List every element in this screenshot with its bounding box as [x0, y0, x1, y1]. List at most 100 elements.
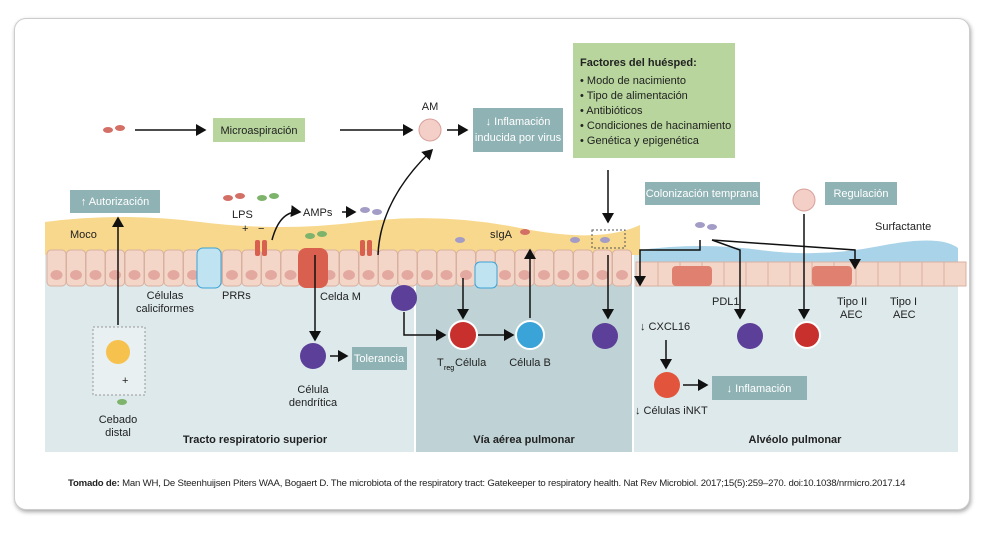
microaspiration-label: Microaspiración	[220, 125, 297, 137]
epithelial-cell	[85, 249, 106, 287]
goblet-cells-label-2: caliciformes	[136, 303, 195, 315]
alveolar-cell	[789, 261, 813, 287]
epithelial-cell	[592, 249, 613, 287]
type1-aec-label-2: AEC	[893, 309, 916, 321]
type2-aec	[812, 266, 852, 286]
b-cell-label: Célula B	[509, 357, 551, 369]
cell-nucleus	[70, 270, 82, 280]
mucus-label: Moco	[70, 229, 97, 241]
virus-inflammation-line1: ↓ Inflamación	[486, 116, 551, 128]
dendritic-cells	[300, 285, 763, 369]
panel-alveolus	[633, 255, 958, 452]
alveolar-cell	[899, 261, 923, 287]
type2-aec	[672, 266, 712, 286]
epithelial-cell	[436, 249, 457, 287]
cell-nucleus	[440, 270, 453, 280]
region-airway-label: Vía aérea pulmonar	[473, 434, 575, 446]
m-cell-label: Celda M	[320, 291, 361, 303]
alveolar-macrophage	[418, 118, 442, 142]
cell-nucleus	[167, 270, 180, 280]
type2-aec-label: Tipo II	[837, 296, 867, 308]
prr-receptors	[255, 240, 372, 256]
goblet-cells-label: Células	[147, 290, 184, 302]
epithelial-cell	[66, 249, 86, 287]
plus-sign: +	[242, 223, 248, 235]
host-factor-item: • Tipo de alimentación	[580, 90, 688, 102]
cell-nucleus	[577, 270, 589, 280]
cell-nucleus	[362, 270, 375, 280]
immune-cell	[106, 340, 130, 364]
cell-nucleus	[401, 270, 414, 280]
cell-nucleus	[343, 270, 355, 280]
microaspiration-box	[213, 118, 305, 142]
authorization-label: ↑ Autorización	[81, 196, 149, 208]
arrows	[112, 124, 861, 391]
cell-nucleus	[148, 270, 160, 280]
epithelial-cell	[124, 249, 145, 287]
epithelial-cell	[534, 249, 554, 287]
goblet-cell-airway	[474, 261, 498, 289]
siga-label: sIgA	[490, 229, 513, 241]
am-label: AM	[422, 101, 439, 113]
inflammation-box	[712, 376, 807, 400]
macrophage	[792, 188, 816, 212]
panel-airway	[415, 255, 633, 452]
prrs-label: PRRs	[222, 290, 251, 302]
virus-inflammation-line2: inducida por virus	[475, 132, 562, 144]
treg-subscript: reg	[444, 365, 454, 372]
surfactant-label: Surfactante	[875, 221, 931, 233]
inkt-cells-label: ↓ Células iNKT	[635, 405, 708, 417]
epithelial-cell	[163, 249, 184, 287]
alveolar-cell	[767, 261, 791, 287]
type1-aec-label: Tipo I	[890, 296, 917, 308]
alveolar-cell	[855, 261, 879, 287]
region-alveolus-label: Alvéolo pulmonar	[749, 434, 843, 446]
cell-nucleus	[187, 270, 199, 280]
dendritic-cell-label-2: dendrítica	[289, 397, 338, 409]
cell-nucleus	[245, 270, 258, 280]
epithelial-cell	[397, 249, 418, 287]
host-factor-item: • Genética y epigenética	[580, 135, 700, 147]
cell-nucleus	[538, 270, 550, 280]
treg-label: T	[437, 357, 444, 369]
mucus-layer	[45, 217, 640, 255]
host-factors-box	[573, 43, 735, 158]
inkt-cell	[654, 372, 680, 398]
cell-nucleus	[109, 270, 121, 280]
cell-nucleus	[382, 270, 394, 280]
epithelial-cell	[573, 249, 593, 287]
epithelial-cell	[612, 249, 632, 287]
early-colonization-label: Colonización temprana	[646, 188, 759, 200]
b-cell	[515, 320, 545, 350]
inflammation-label: ↓ Inflamación	[727, 383, 792, 395]
host-factors-title: Factores del huésped:	[580, 57, 697, 69]
early-colonization-box	[645, 182, 760, 205]
bacteria	[103, 125, 717, 405]
tolerance-box	[352, 347, 407, 370]
surfactant-layer	[640, 240, 958, 262]
distal-priming-label: Cebado	[99, 414, 138, 426]
tolerance-label: Tolerancia	[354, 353, 405, 365]
cell-nucleus	[499, 270, 511, 280]
host-factor-item: • Antibióticos	[580, 105, 643, 117]
alveolar-cell	[921, 261, 945, 287]
dendritic-cell-label: Célula	[297, 384, 329, 396]
alveolar-cell	[943, 261, 967, 287]
citation-prefix: Tomado de:	[68, 478, 120, 489]
authorization-box	[70, 190, 160, 213]
alveolar-cell	[745, 261, 769, 287]
cell-nucleus	[50, 270, 63, 280]
goblet-cell	[196, 247, 222, 289]
cell-nucleus	[460, 270, 472, 280]
amps-label: AMPs	[303, 207, 333, 219]
citation: Tomado de: Man WH, De Steenhuijsen Piter…	[68, 478, 905, 489]
cell-nucleus	[421, 270, 433, 280]
cell-nucleus	[265, 270, 277, 280]
alveolar-cell	[723, 261, 747, 287]
regulation-label: Regulación	[833, 188, 888, 200]
lps-label: LPS	[232, 209, 253, 221]
region-upper-tract-label: Tracto respiratorio superior	[183, 434, 328, 446]
epithelial-cell	[417, 249, 437, 287]
m-cell	[298, 248, 328, 288]
